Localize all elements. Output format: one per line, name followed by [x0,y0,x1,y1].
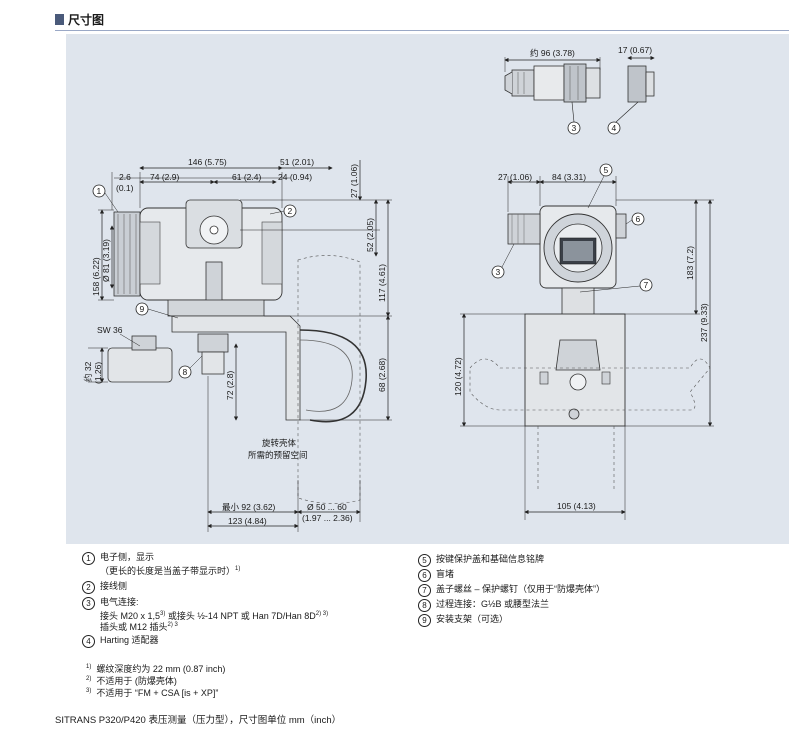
section-header: 尺寸图 [55,10,789,32]
legend-item-3-detail2: 插头或 M12 插头2) 3 [100,622,178,632]
svg-text:5: 5 [604,165,609,175]
dim-1-97-2-36: (1.97 ... 2.36) [302,513,353,523]
svg-text:6: 6 [636,214,641,224]
section-title: 尺寸图 [68,13,105,27]
svg-text:8: 8 [183,367,188,377]
callout-3-front [491,265,505,279]
footnote-1: 1) 螺纹深度约为 22 mm (0.87 inch) [86,664,226,674]
dim-105: 105 (4.13) [557,501,596,511]
figure-caption: SITRANS P320/P420 表压测量（压力型），尺寸图单位 mm（inc… [55,715,342,726]
dim-117: 117 (4.61) [377,264,387,302]
dim-120: 120 (4.72) [453,357,463,396]
callout-8 [178,365,192,379]
dim-min-92: 最小 92 (3.62) [222,502,276,512]
rotate-note-line1: 旋转壳体 [262,438,297,448]
footnote-2: 2) 不适用于 (防爆壳体) [86,676,177,686]
harting-adapter-part [627,65,655,103]
transmitter-front-view [507,205,627,427]
dim-24: 24 (0.94) [278,172,312,182]
dim-84: 84 (3.31) [552,172,586,182]
callout-5 [599,163,613,177]
transmitter-side-view [107,199,367,423]
dim-123: 123 (4.84) [228,516,267,526]
section-marker [55,14,64,25]
dim-68: 68 (2.68) [377,358,387,392]
callout-4-top [607,121,621,135]
dim-1-26: (1.26) [93,362,103,384]
dim-2-6: 2.6 [119,172,131,182]
legend-item-3-detail: 接头 M20 x 1,53) 或接头 ½-14 NPT 或 Han 7D/Han… [100,611,329,621]
svg-text:7: 7 [644,280,649,290]
dim-81: Ø 81 (3.19) [101,239,111,282]
svg-text:4: 4 [612,123,617,133]
dim-183: 183 (7.2) [685,246,695,280]
dim-sw36: SW 36 [97,325,123,335]
dim-27-vertical: 27 (1.06) [349,164,359,198]
dim-158: 158 (6.22) [91,257,101,296]
plug-part [504,63,601,103]
svg-text:1: 1 [97,186,102,196]
svg-text:9: 9 [140,304,145,314]
dim-17: 17 (0.67) [618,45,652,55]
callout-3-top [567,121,581,135]
section-rule [55,30,789,31]
dim-approx-32: 约 32 [83,361,93,382]
svg-text:3: 3 [572,123,577,133]
svg-text:2: 2 [288,206,293,216]
dim-27-horizontal: 27 (1.06) [498,172,532,182]
dim-61: 61 (2.4) [232,172,261,182]
dim-approx-96: 约 96 (3.78) [530,48,575,58]
dim-146: 146 (5.75) [188,157,227,167]
svg-text:3: 3 [496,267,501,277]
dim-dia-50-60: Ø 50 ... 60 [307,502,347,512]
rotate-note-line2: 所需的预留空间 [248,450,308,460]
dim-51: 51 (2.01) [280,157,314,167]
dim-74: 74 (2.9) [150,172,179,182]
footnote-3: 3) 不适用于 “FM + CSA [is + XP]” [86,688,219,698]
dim-0-1: (0.1) [116,183,134,193]
callout-6 [631,212,645,226]
dim-237: 237 (9.33) [699,303,709,342]
callout-1 [92,184,106,198]
callout-7 [639,278,653,292]
dim-72: 72 (2.8) [225,371,235,400]
dim-52: 52 (2.05) [365,218,375,252]
legend-item-1-detail: （更长的长度是当盖子带显示时）1) [100,566,241,576]
